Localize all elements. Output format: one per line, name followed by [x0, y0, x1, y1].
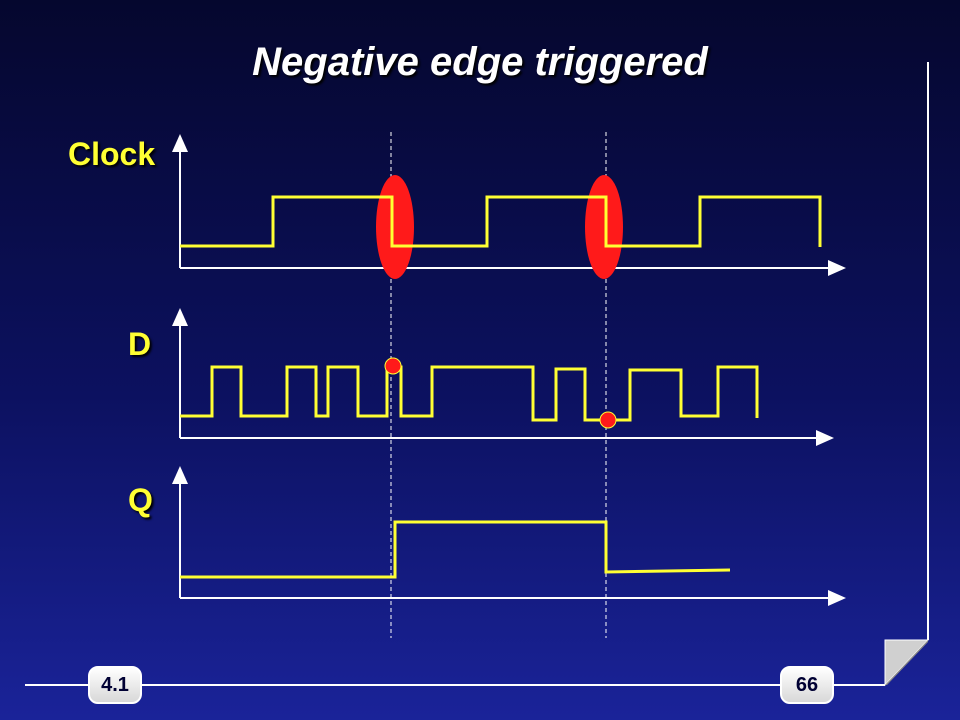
falling-edge-highlight-2 [585, 175, 623, 279]
slide-title: Negative edge triggered [252, 40, 708, 84]
page-number-badge: 66 [780, 666, 834, 704]
section-number-badge: 4.1 [88, 666, 142, 704]
q-signal-label: Q [128, 482, 153, 518]
falling-edge-highlight-1 [376, 175, 414, 279]
d-waveform [180, 365, 759, 422]
clock-signal-label: Clock [68, 136, 156, 172]
d-sample-point-1 [384, 357, 402, 375]
page-curl-shadow [885, 640, 928, 685]
d-signal-label: D [128, 326, 152, 362]
d-sample-point-2 [599, 411, 617, 429]
clock-waveform [180, 195, 822, 248]
q-waveform [180, 520, 731, 579]
